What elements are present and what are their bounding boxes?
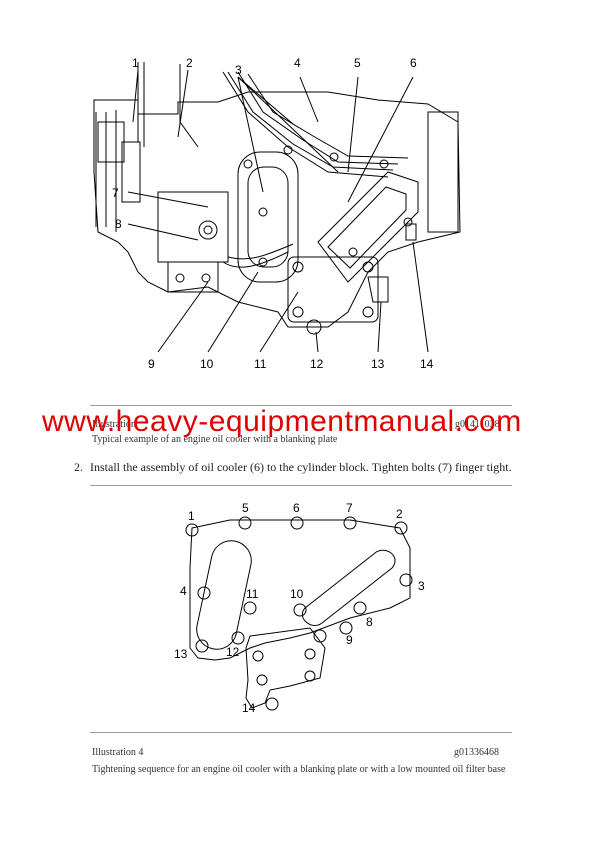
caption-rule-top (90, 405, 512, 406)
seq-11: 11 (246, 587, 259, 601)
step-text: Install the assembly of oil cooler (6) t… (90, 460, 512, 474)
callout-3: 3 (235, 63, 242, 77)
seq-1: 1 (188, 509, 195, 523)
callout-4: 4 (294, 56, 301, 70)
illustration-4-id: g01336468 (454, 747, 499, 758)
callout-11: 11 (254, 357, 267, 371)
callout-8: 8 (115, 217, 122, 231)
caption-rule-bottom (90, 732, 512, 733)
engine-oil-cooler-drawing: 1 2 3 4 5 6 7 8 9 10 11 12 13 14 (93, 56, 461, 371)
seq-13: 13 (174, 647, 188, 661)
watermark-url: www.heavy-equipmentmanual.com (42, 405, 522, 438)
callout-13: 13 (371, 357, 385, 371)
seq-12: 12 (226, 645, 240, 659)
seq-3: 3 (418, 579, 425, 593)
seq-4: 4 (180, 584, 187, 598)
seq-2: 2 (396, 507, 403, 521)
illustration-id: g01411038 (455, 419, 500, 430)
callout-6: 6 (410, 56, 417, 70)
illustration-4-label: Illustration 4 (92, 747, 144, 758)
tightening-sequence-diagram: 1 2 3 4 5 6 7 8 9 10 11 12 13 14 (174, 501, 425, 715)
seq-10: 10 (290, 587, 304, 601)
illustration-caption: Typical example of an engine oil cooler … (92, 434, 338, 445)
callout-9: 9 (148, 357, 155, 371)
seq-5: 5 (242, 501, 249, 515)
illustration-4-caption: Tightening sequence for an engine oil co… (92, 764, 506, 775)
callout-12: 12 (310, 357, 324, 371)
seq-14: 14 (242, 701, 256, 715)
seq-9: 9 (346, 633, 353, 647)
seq-7: 7 (346, 501, 353, 515)
callout-7: 7 (112, 186, 119, 200)
step-number: 2. (74, 460, 83, 474)
callout-5: 5 (354, 56, 361, 70)
callout-2: 2 (186, 56, 193, 70)
step-rule (90, 485, 512, 486)
callout-14: 14 (420, 357, 434, 371)
callout-1: 1 (132, 56, 139, 70)
illustration-label: Illustration (92, 419, 136, 430)
seq-6: 6 (293, 501, 300, 515)
seq-8: 8 (366, 615, 373, 629)
callout-10: 10 (200, 357, 214, 371)
